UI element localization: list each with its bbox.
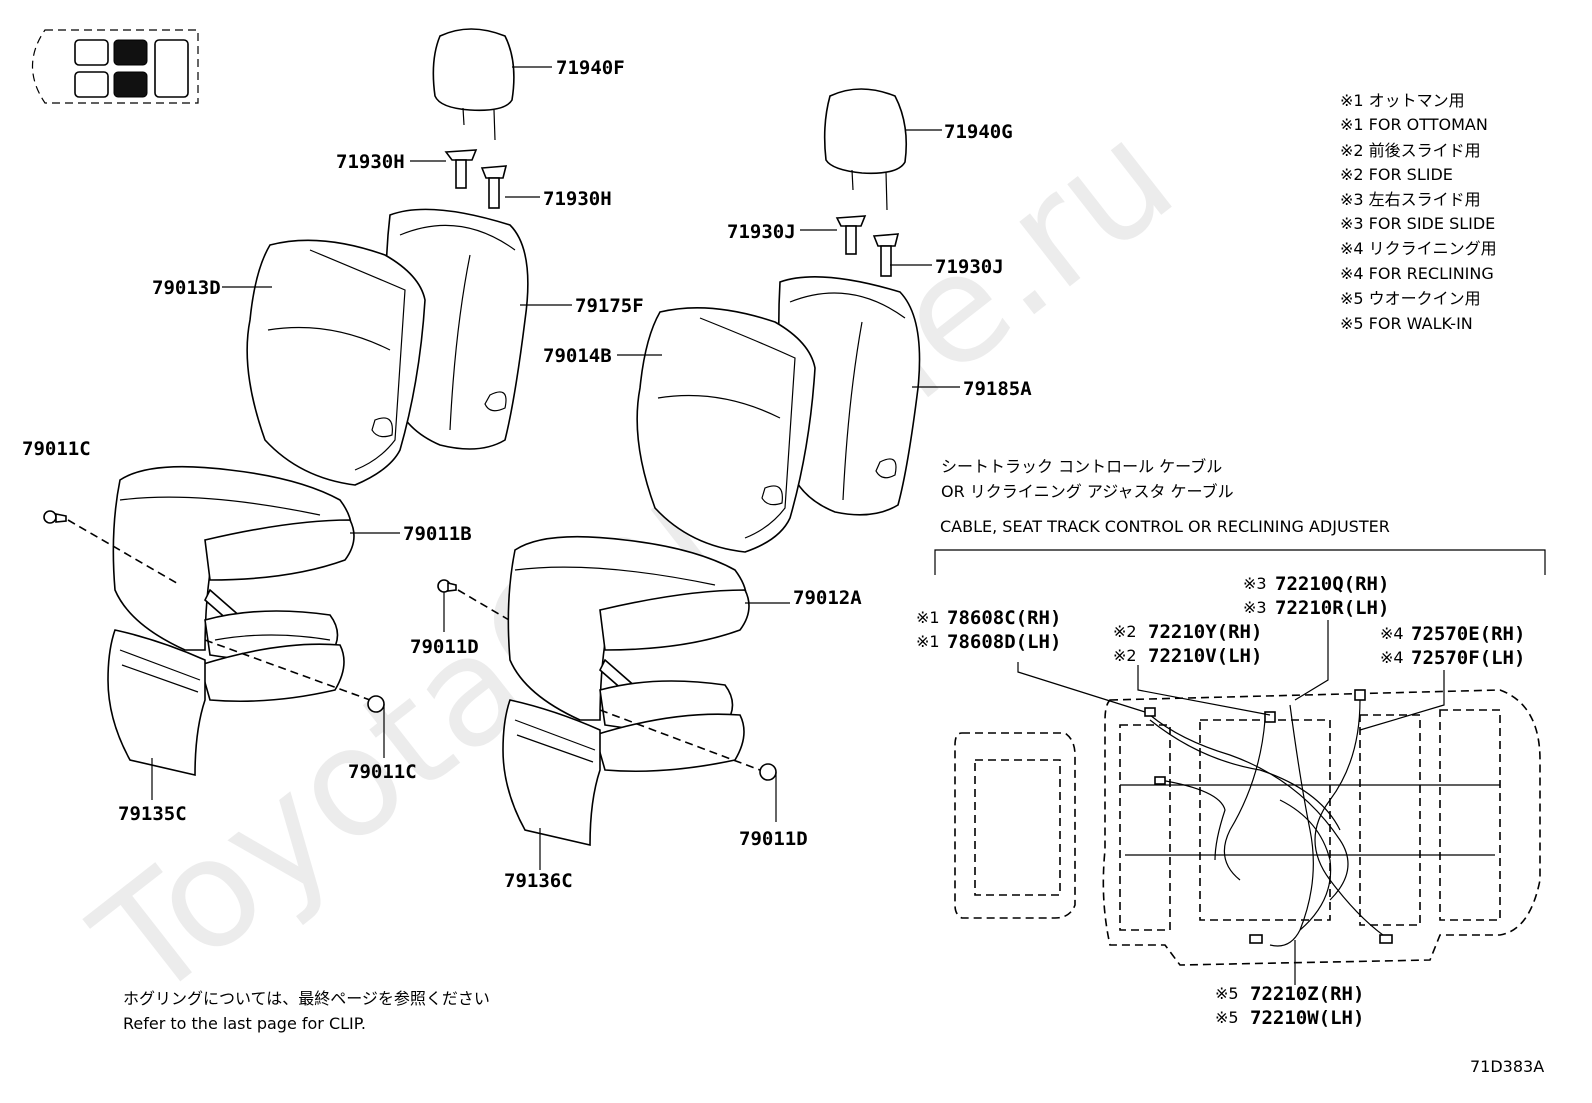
label-79011b: 79011B	[403, 523, 472, 545]
seat-frame-right	[594, 658, 745, 773]
label-71930h-a: 71930H	[336, 151, 405, 173]
seatback-79013d	[222, 239, 426, 486]
guide-71930h	[410, 149, 540, 209]
seat-cushion-79012a	[507, 535, 790, 721]
label-71940f: 71940F	[556, 57, 625, 79]
label-71940g: 71940G	[944, 121, 1013, 143]
filled-seat-icon	[113, 71, 148, 98]
mark-c2b: ※2	[1113, 646, 1137, 665]
label-72210y: 72210Y(RH)	[1148, 621, 1262, 643]
cable-title-jp-1: シートトラック コントロール ケーブル	[941, 457, 1222, 476]
mark-c5b: ※5	[1215, 1008, 1239, 1027]
label-79011c-b: 79011C	[348, 761, 417, 783]
cable-section-bracket	[934, 549, 1546, 575]
label-79012a: 79012A	[793, 587, 862, 609]
legend-line: ※3 左右スライド用	[1340, 190, 1481, 209]
vehicle-locator	[31, 29, 199, 104]
label-72210q: 72210Q(RH)	[1275, 573, 1389, 595]
label-71930h-b: 71930H	[543, 188, 612, 210]
label-72570e: 72570E(RH)	[1411, 623, 1525, 645]
legend: ※1 オットマン用 ※1 FOR OTTOMAN ※2 前後スライド用 ※2 F…	[1340, 91, 1497, 333]
label-71930j-a: 71930J	[727, 221, 796, 243]
label-79011d-a: 79011D	[410, 636, 479, 658]
cable-title-en: CABLE, SEAT TRACK CONTROL OR RECLINING A…	[940, 517, 1390, 536]
outline-seat-icon	[74, 39, 109, 66]
label-78608c: 78608C(RH)	[947, 607, 1061, 629]
label-79185a: 79185A	[963, 378, 1032, 400]
label-79011c-a: 79011C	[22, 438, 91, 460]
label-71930j-b: 71930J	[935, 256, 1004, 278]
diagram-code: 71D383A	[1470, 1057, 1544, 1076]
headrest-71940f	[432, 28, 552, 141]
clip-note-en: Refer to the last page for CLIP.	[123, 1014, 366, 1033]
label-72210v: 72210V(LH)	[1148, 645, 1262, 667]
legend-line: ※5 FOR WALK-IN	[1340, 314, 1473, 333]
mark-c4b: ※4	[1380, 648, 1404, 667]
clip-note-jp: ホグリングについては、最終ページを参照ください	[123, 989, 490, 1008]
label-79014b: 79014B	[543, 345, 612, 367]
label-72210z: 72210Z(RH)	[1250, 983, 1364, 1005]
label-72210w: 72210W(LH)	[1250, 1007, 1364, 1029]
mark-c5a: ※5	[1215, 984, 1239, 1003]
filled-seat-icon	[113, 39, 148, 66]
outline-bench-icon	[154, 39, 189, 98]
cable-title-jp-2: OR リクライニング アジャスタ ケーブル	[941, 482, 1234, 501]
seat-frame-left	[199, 588, 345, 703]
mark-c1b: ※1	[916, 632, 940, 651]
label-79013d: 79013D	[152, 277, 221, 299]
label-79135c: 79135C	[118, 803, 187, 825]
legend-line: ※5 ウオークイン用	[1340, 289, 1481, 308]
legend-line: ※4 FOR RECLINING	[1340, 264, 1494, 283]
legend-line: ※1 オットマン用	[1340, 91, 1465, 110]
outline-seat-icon	[74, 71, 109, 98]
mark-c1a: ※1	[916, 608, 940, 627]
guide-71930j	[800, 215, 932, 277]
legend-line: ※2 前後スライド用	[1340, 141, 1481, 160]
seat-skirt-79135c	[107, 629, 206, 800]
seat-cushion-79011b	[112, 465, 400, 651]
seatback-79014b	[617, 306, 816, 553]
label-79136c: 79136C	[504, 870, 573, 892]
label-72210r: 72210R(LH)	[1275, 597, 1389, 619]
mark-c3a: ※3	[1243, 574, 1267, 593]
label-79011d-b: 79011D	[739, 828, 808, 850]
floor-plan	[954, 620, 1541, 985]
label-79175f: 79175F	[575, 295, 644, 317]
label-78608d: 78608D(LH)	[947, 631, 1061, 653]
mark-c2a: ※2	[1113, 622, 1137, 641]
legend-line: ※4 リクライニング用	[1340, 239, 1497, 258]
headrest-71940g	[823, 88, 942, 211]
label-72570f: 72570F(LH)	[1411, 647, 1525, 669]
legend-line: ※2 FOR SLIDE	[1340, 165, 1453, 184]
seat-skirt-79136c	[502, 699, 601, 870]
legend-line: ※1 FOR OTTOMAN	[1340, 115, 1488, 134]
mark-c3b: ※3	[1243, 598, 1267, 617]
legend-line: ※3 FOR SIDE SLIDE	[1340, 214, 1495, 233]
mark-c4a: ※4	[1380, 624, 1404, 643]
clip-79011c-left	[43, 510, 385, 758]
clip-79011d-right	[599, 709, 777, 822]
